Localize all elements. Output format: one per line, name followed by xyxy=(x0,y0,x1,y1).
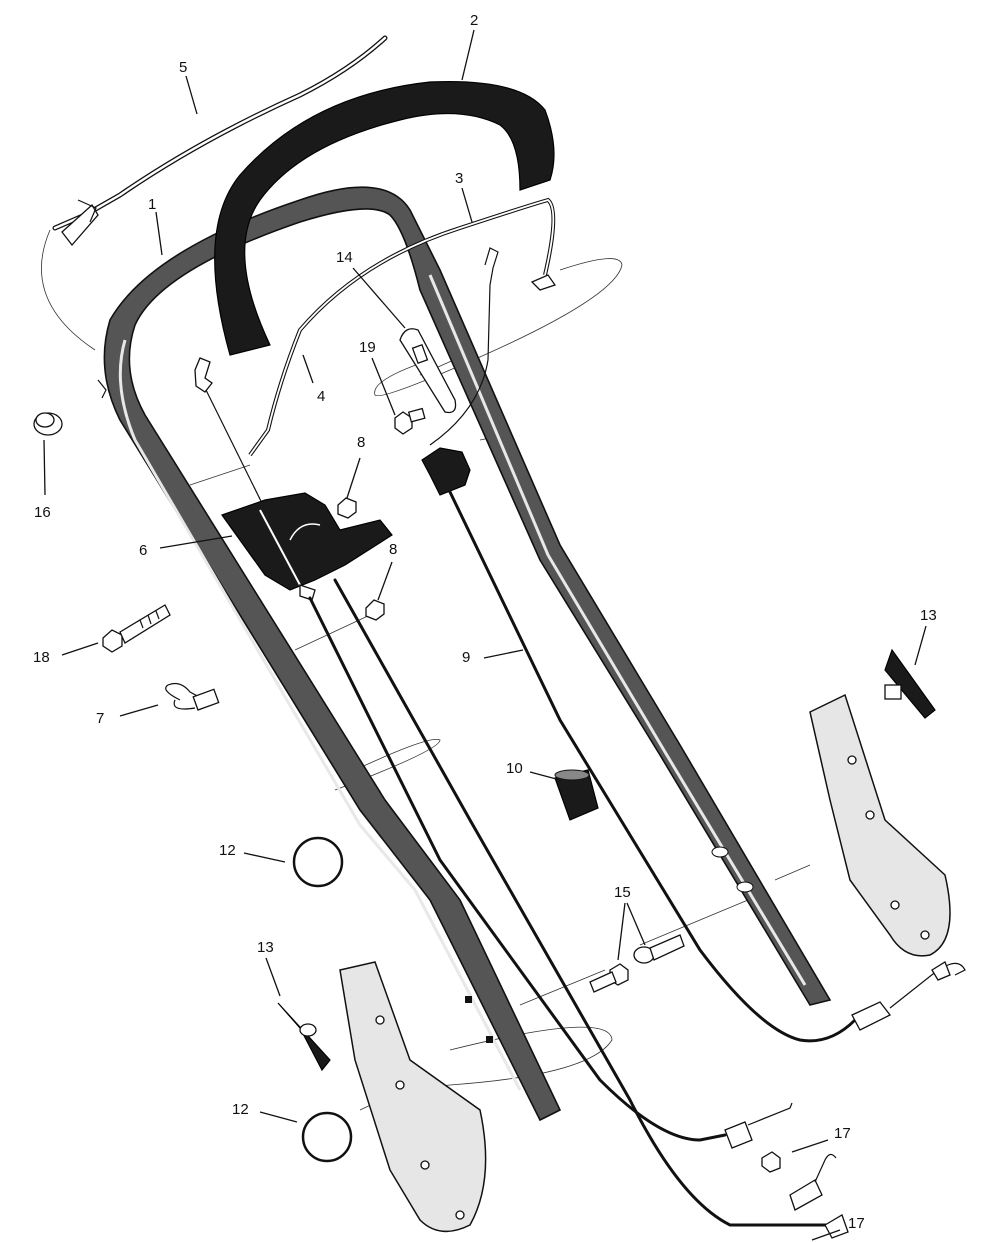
bolt-15-upper xyxy=(633,934,685,964)
callout-9: 9 xyxy=(462,649,470,666)
bolt-18 xyxy=(102,604,171,653)
long-cable xyxy=(448,490,966,1043)
callout-14: 14 xyxy=(336,249,353,266)
control-bail xyxy=(52,35,388,247)
callout-8-upper: 8 xyxy=(357,434,365,451)
callout-12-lower: 12 xyxy=(232,1101,249,1118)
side-plate-right xyxy=(809,693,951,957)
callout-6: 6 xyxy=(139,542,147,559)
callout-8-lower: 8 xyxy=(389,541,397,558)
callout-3: 3 xyxy=(455,170,463,187)
callout-18: 18 xyxy=(33,649,50,666)
callout-17-lower: 17 xyxy=(848,1215,865,1232)
callout-1: 1 xyxy=(148,196,156,213)
cable-clip xyxy=(421,247,499,496)
bolt-19 xyxy=(394,407,426,435)
callout-19: 19 xyxy=(359,339,376,356)
bolt-15-lower xyxy=(589,963,629,993)
side-plate-left xyxy=(339,961,487,1233)
short-cables xyxy=(308,578,837,1227)
callout-7: 7 xyxy=(96,710,104,727)
callout-10: 10 xyxy=(506,760,523,777)
knob-13-left xyxy=(277,1002,331,1072)
plug-16 xyxy=(33,379,107,436)
control-rod xyxy=(248,197,557,457)
callout-4: 4 xyxy=(317,388,325,405)
clip-12-upper xyxy=(292,836,344,888)
callout-15: 15 xyxy=(614,884,631,901)
callout-5: 5 xyxy=(179,59,187,76)
callout-13-left: 13 xyxy=(257,939,274,956)
nut-8-lower xyxy=(365,599,385,621)
cable-bracket xyxy=(399,328,457,414)
callout-17-upper: 17 xyxy=(834,1125,851,1142)
spring-7 xyxy=(165,682,220,711)
callout-2: 2 xyxy=(470,12,478,29)
foam-grip xyxy=(214,80,555,356)
callout-labels: 1 2 3 4 5 6 7 8 8 9 10 12 12 13 13 14 15… xyxy=(33,12,937,1232)
callout-12-upper: 12 xyxy=(219,842,236,859)
nut-8-upper xyxy=(337,497,357,519)
clip-12-lower xyxy=(301,1111,353,1163)
sleeve-10 xyxy=(554,769,599,821)
control-housing xyxy=(221,492,393,601)
cable-end-17-upper xyxy=(724,1102,793,1173)
cable-end-17-lower xyxy=(789,1153,849,1239)
leader-lines xyxy=(43,29,927,1241)
callout-13-right: 13 xyxy=(920,607,937,624)
callout-16: 16 xyxy=(34,504,51,521)
upper-handle-tube xyxy=(103,186,832,1122)
knob-13-right xyxy=(884,648,936,719)
